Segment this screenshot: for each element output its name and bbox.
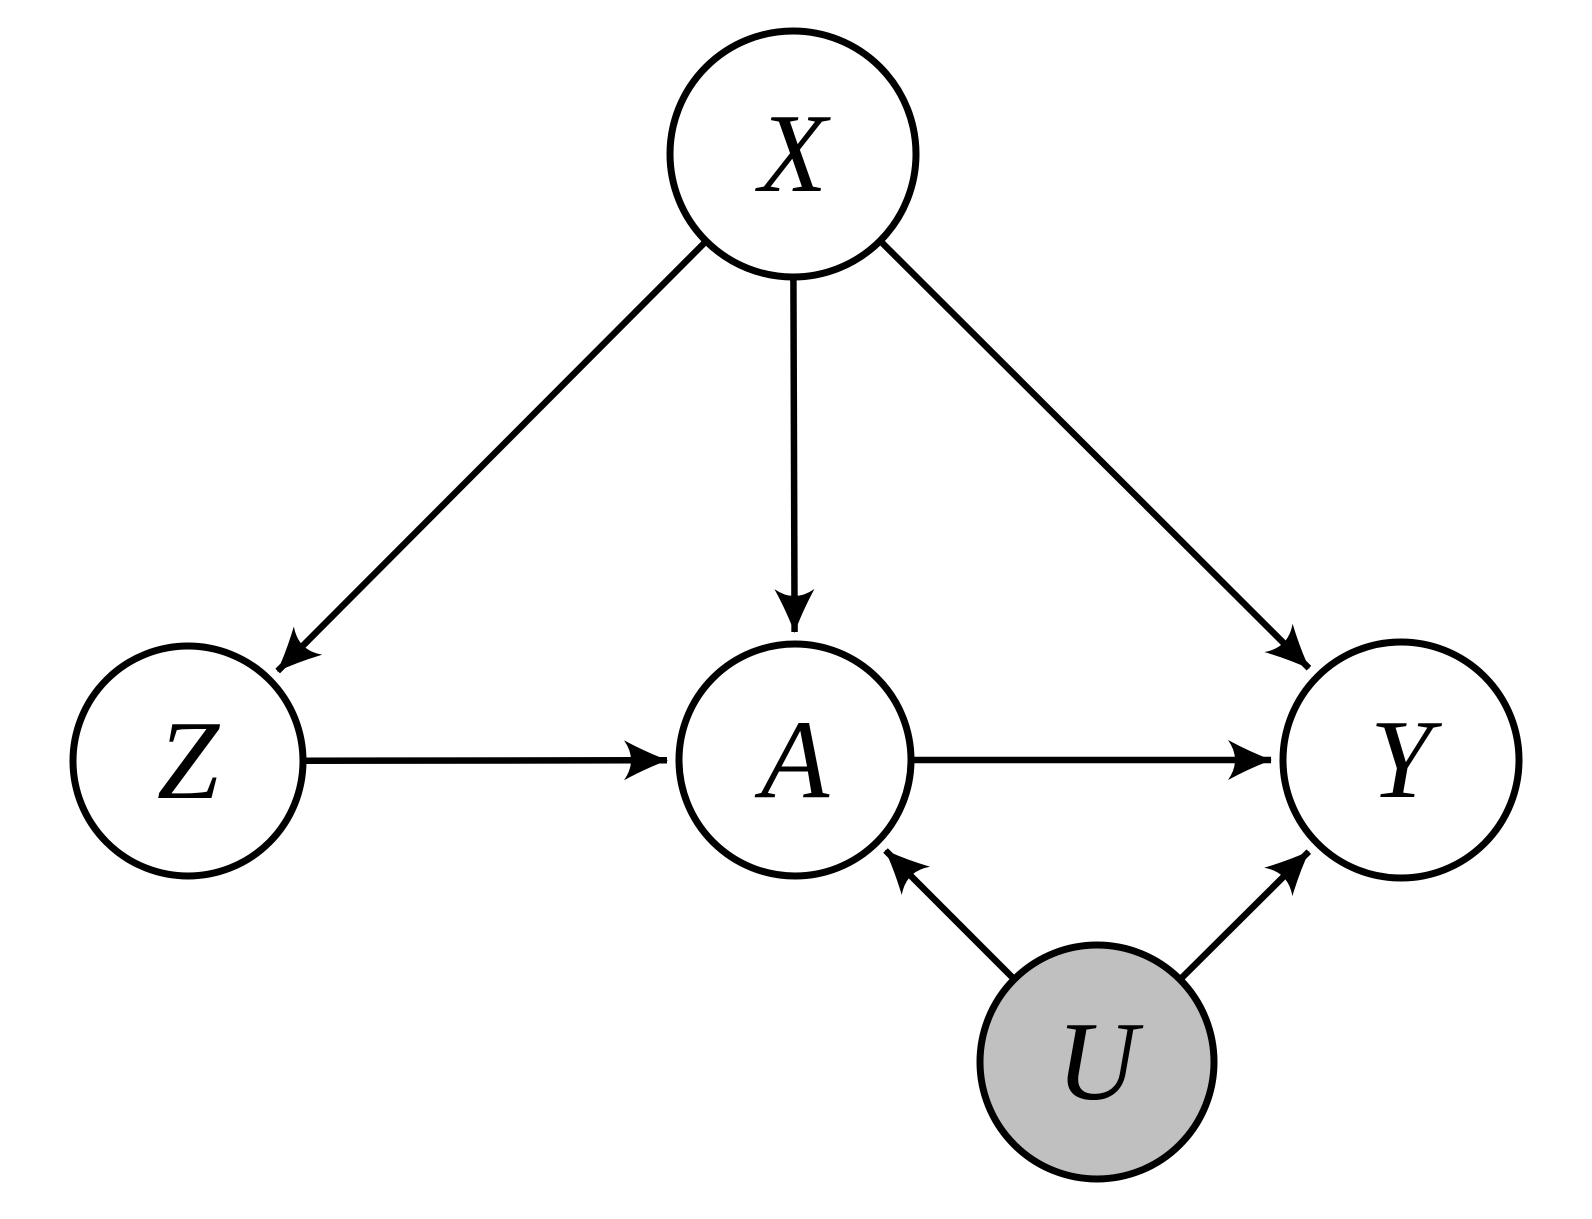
node-Z-label: Z <box>157 699 221 823</box>
node-Y: Y <box>1279 638 1523 882</box>
node-A-label: A <box>754 698 830 822</box>
node-U-circle <box>976 941 1218 1183</box>
node-X: X <box>666 27 920 281</box>
node-X-circle <box>666 27 920 281</box>
node-Y-circle <box>1279 638 1523 882</box>
node-Y-label: Y <box>1370 698 1443 822</box>
edge-X-A <box>774 276 815 634</box>
node-Z-circle <box>69 642 307 880</box>
edge-Z-A <box>302 740 669 781</box>
node-Z: Z <box>69 642 307 880</box>
edge-U-Y <box>1177 849 1312 982</box>
edge-X-Y <box>877 238 1312 671</box>
node-A: A <box>675 640 915 880</box>
node-U-label: U <box>1057 1000 1144 1124</box>
edge-U-A <box>883 848 1017 982</box>
node-A-circle <box>675 640 915 880</box>
edge-X-Z <box>275 238 709 674</box>
node-U: U <box>976 941 1218 1183</box>
node-X-label: X <box>755 92 832 216</box>
